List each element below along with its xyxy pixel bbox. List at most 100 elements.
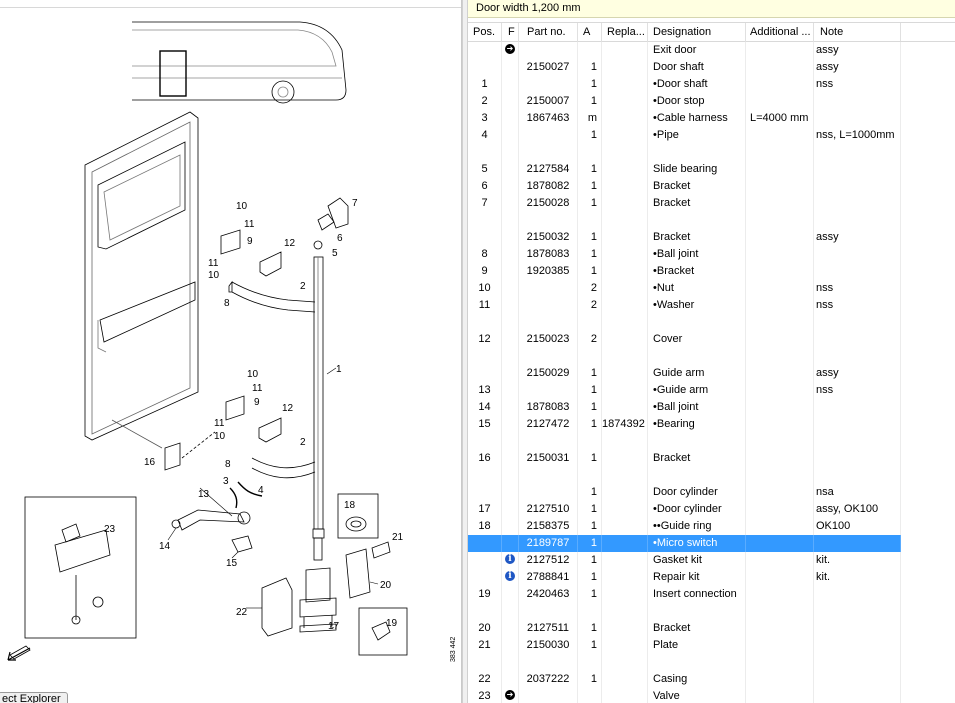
cell-des: Door shaft bbox=[648, 59, 746, 76]
svg-text:17: 17 bbox=[328, 621, 340, 632]
exploded-parts-drawing[interactable]: 10 11 9 12 11 10 8 2 7 6 5 1 10 11 9 12 … bbox=[0, 0, 462, 703]
pane-splitter[interactable] bbox=[462, 0, 468, 703]
cell-part: 2127512 bbox=[519, 552, 578, 569]
row-flag-cell bbox=[502, 433, 519, 450]
column-header-replaced[interactable]: Repla... bbox=[602, 23, 648, 42]
cell-des: •Cable harness bbox=[648, 110, 746, 127]
cell-rep bbox=[602, 552, 648, 569]
cell-a: 1 bbox=[578, 535, 602, 552]
cell-a bbox=[578, 433, 602, 450]
explorer-tab[interactable]: ect Explorer bbox=[0, 692, 68, 703]
column-header-part-no[interactable]: Part no. bbox=[519, 23, 578, 42]
table-row[interactable] bbox=[468, 467, 901, 484]
cell-rep bbox=[602, 297, 648, 314]
table-row[interactable] bbox=[468, 348, 901, 365]
info-icon[interactable]: i bbox=[505, 554, 515, 565]
cell-a: 1 bbox=[578, 518, 602, 535]
column-header-a[interactable]: A bbox=[578, 23, 602, 42]
cell-a bbox=[578, 42, 602, 59]
column-header-additional[interactable]: Additional ... bbox=[746, 23, 814, 42]
cell-note bbox=[814, 654, 901, 671]
column-header-designation[interactable]: Designation bbox=[648, 23, 746, 42]
table-row[interactable] bbox=[468, 314, 901, 331]
column-header-pos[interactable]: Pos. bbox=[468, 23, 502, 42]
cell-part bbox=[519, 688, 578, 703]
table-row[interactable] bbox=[468, 144, 901, 161]
cell-add bbox=[746, 467, 814, 484]
svg-text:10: 10 bbox=[214, 431, 226, 442]
navigate-arrow-icon[interactable]: ➔ bbox=[505, 690, 515, 701]
cell-note: kit. bbox=[814, 552, 901, 569]
cell-pos: 22 bbox=[468, 671, 502, 688]
cell-note bbox=[814, 144, 901, 161]
cell-part bbox=[519, 314, 578, 331]
cell-part: 2150030 bbox=[519, 637, 578, 654]
cell-des: Repair kit bbox=[648, 569, 746, 586]
table-row[interactable] bbox=[468, 212, 901, 229]
table-row[interactable] bbox=[468, 433, 901, 450]
cell-add bbox=[746, 331, 814, 348]
cell-a: 2 bbox=[578, 331, 602, 348]
info-icon[interactable]: i bbox=[505, 571, 515, 582]
cell-rep bbox=[602, 127, 648, 144]
column-header-note[interactable]: Note bbox=[814, 23, 901, 42]
cell-add bbox=[746, 229, 814, 246]
cell-add bbox=[746, 93, 814, 110]
cell-rep bbox=[602, 93, 648, 110]
column-header-f[interactable]: F bbox=[502, 23, 519, 42]
parts-list-pane: Door width 1,200 mm Pos. F Part no. A Re… bbox=[468, 0, 955, 703]
cell-add bbox=[746, 637, 814, 654]
cell-part bbox=[519, 433, 578, 450]
cell-a bbox=[578, 467, 602, 484]
detail-box-19 bbox=[358, 607, 408, 656]
exploded-diagram-pane[interactable]: 10 11 9 12 11 10 8 2 7 6 5 1 10 11 9 12 … bbox=[0, 0, 462, 703]
cell-add bbox=[746, 501, 814, 518]
table-row[interactable] bbox=[468, 603, 901, 620]
cell-note: assy bbox=[814, 42, 901, 59]
navigate-arrow-icon[interactable]: ➔ bbox=[505, 44, 515, 55]
cell-des bbox=[648, 314, 746, 331]
cell-add bbox=[746, 76, 814, 93]
cell-des: Insert connection bbox=[648, 586, 746, 603]
cell-pos: 7 bbox=[468, 195, 502, 212]
cell-add bbox=[746, 484, 814, 501]
cell-rep bbox=[602, 59, 648, 76]
cell-rep bbox=[602, 501, 648, 518]
cell-des bbox=[648, 212, 746, 229]
cell-des bbox=[648, 654, 746, 671]
table-row[interactable]: 23➔Valve bbox=[468, 688, 901, 703]
row-flag-cell bbox=[502, 348, 519, 365]
table-row[interactable] bbox=[468, 654, 901, 671]
cell-pos: 14 bbox=[468, 399, 502, 416]
